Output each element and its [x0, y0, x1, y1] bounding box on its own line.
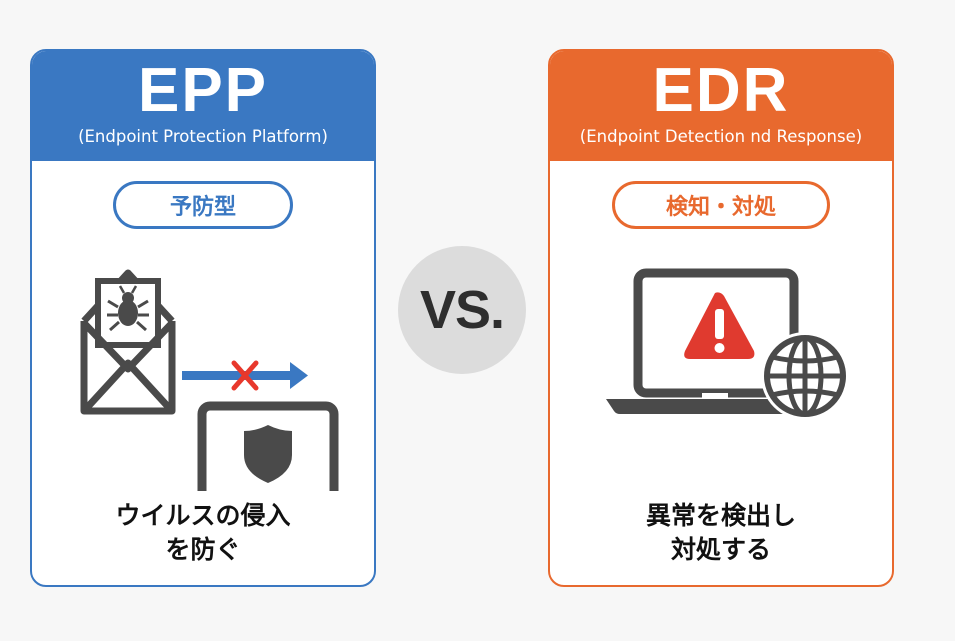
epp-header: EPP (Endpoint Protection Platform) — [32, 51, 374, 161]
epp-title: EPP — [137, 56, 269, 125]
epp-subtitle: (Endpoint Protection Platform) — [78, 127, 328, 146]
edr-badge: 検知・対処 — [612, 181, 830, 229]
edr-card: EDR (Endpoint Detection nd Response) 検知・… — [548, 49, 894, 587]
epp-illustration — [80, 269, 339, 491]
globe-icon — [761, 332, 849, 420]
epp-caption: ウイルスの侵入 を防ぐ — [32, 499, 374, 567]
epp-card: EPP (Endpoint Protection Platform) 予防型 — [30, 49, 376, 587]
edr-title: EDR — [652, 56, 790, 125]
edr-caption: 異常を検出し 対処する — [550, 499, 892, 567]
warning-icon — [684, 292, 755, 359]
bug-icon — [107, 285, 149, 332]
edr-header: EDR (Endpoint Detection nd Response) — [550, 51, 892, 161]
edr-caption-line2: 対処する — [670, 535, 771, 564]
epp-caption-line1: ウイルスの侵入 — [115, 501, 291, 530]
cross-mark-icon — [231, 360, 259, 391]
epp-badge: 予防型 — [113, 181, 293, 229]
vs-badge: VS. — [398, 246, 526, 374]
shield-icon — [244, 425, 292, 483]
epp-caption-line2: を防ぐ — [165, 535, 241, 564]
edr-illustration — [606, 268, 849, 420]
edr-caption-line1: 異常を検出し — [645, 501, 796, 530]
arrow-right-icon — [182, 362, 308, 389]
edr-subtitle: (Endpoint Detection nd Response) — [579, 127, 863, 146]
